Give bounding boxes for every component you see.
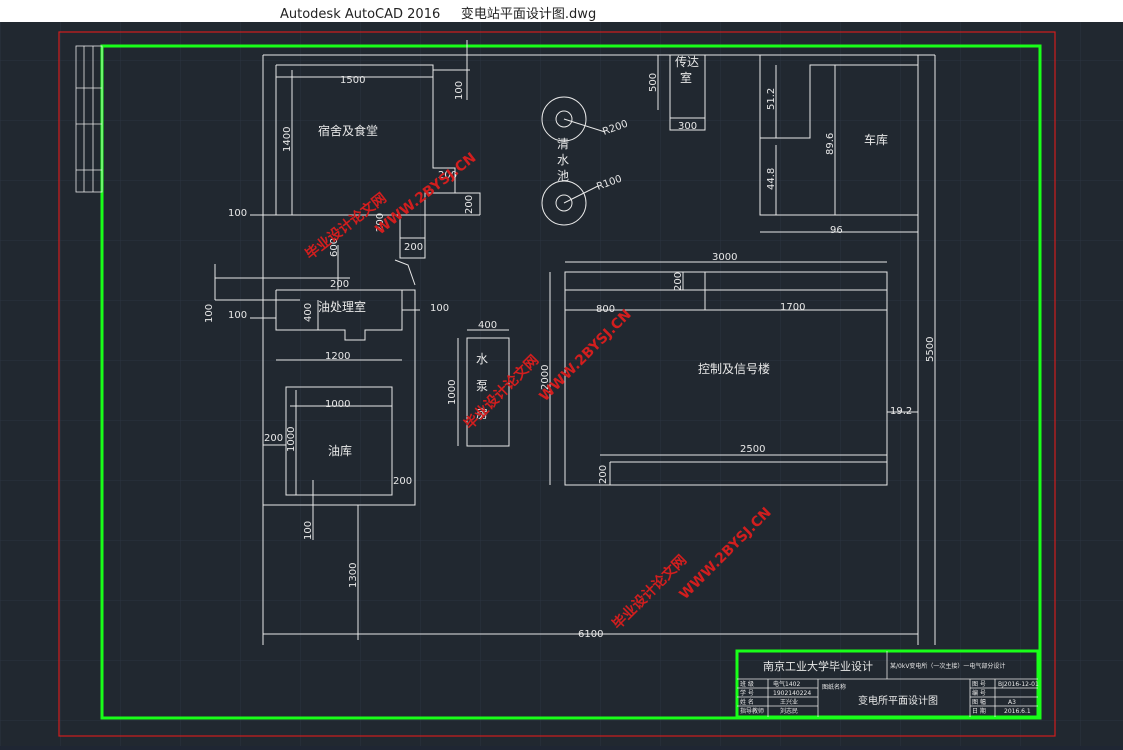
grid-background [0, 22, 1123, 746]
dim-200-a: 200 [438, 170, 457, 181]
dim-400-oil: 400 [303, 303, 314, 322]
file-name: 变电站平面设计图.dwg [460, 7, 597, 22]
dim-1000-v: 1000 [286, 427, 297, 452]
label-dorm: 宿舍及食堂 [318, 123, 378, 138]
drawing-label: 图纸名称 [822, 683, 846, 691]
advisor-label: 指导教师 [740, 707, 764, 715]
room-labels: 宿舍及食堂 油处理室 油库 清 水 池 水 泵 房 传达 室 车库 控制及信号楼 [318, 54, 888, 458]
dim-89-6: 89.6 [825, 133, 836, 155]
no-label: 编 号 [972, 689, 986, 697]
label-pool-3: 池 [557, 169, 569, 183]
name-label: 姓 名 [740, 698, 754, 706]
label-pool-1: 清 [557, 137, 569, 151]
label-oil-process: 油处理室 [318, 299, 366, 314]
dim-200-b: 200 [464, 195, 475, 214]
cad-drawing[interactable]: 宿舍及食堂 油处理室 油库 清 水 池 水 泵 房 传达 室 车库 控制及信号楼… [0, 22, 1123, 746]
dim-800: 800 [596, 304, 615, 315]
dim-6100: 6100 [578, 629, 603, 640]
date-value: 2016.6.1 [1004, 708, 1031, 715]
label-pump-2: 泵 [476, 379, 488, 393]
label-pool-2: 水 [557, 153, 569, 167]
dim-200-c: 200 [375, 213, 386, 232]
dim-1000-pump: 1000 [447, 380, 458, 405]
class-value: 电气1402 [773, 680, 800, 688]
dim-200-oil-right: 200 [393, 476, 412, 487]
dim-200-ctrl: 200 [673, 272, 684, 291]
project-name: 某/0kV变电所（一次主接）一电气部分设计 [890, 662, 1005, 670]
dim-51-2: 51.2 [766, 88, 777, 110]
drawing-title: 变电所平面设计图 [858, 694, 938, 707]
plan-lines [214, 40, 936, 645]
name-value: 王兴业 [780, 698, 798, 706]
label-pump-1: 水 [476, 352, 488, 366]
number-value: BJ2016-12-01 [998, 681, 1039, 688]
dim-44-8: 44.8 [766, 168, 777, 190]
label-gate-1: 传达 [675, 54, 699, 69]
dim-1700: 1700 [780, 302, 805, 313]
label-pump-3: 房 [476, 406, 488, 421]
dim-1000-h: 1000 [325, 399, 350, 410]
dim-100-left: 100 [228, 208, 247, 219]
dim-200-e: 200 [330, 279, 349, 290]
dim-100-v: 100 [204, 304, 215, 323]
date-label: 日 期 [972, 707, 986, 715]
dim-3000: 3000 [712, 252, 737, 263]
university-name: 南京工业大学毕业设计 [763, 659, 873, 673]
scale-value: A3 [1008, 699, 1016, 706]
title-block: 南京工业大学毕业设计 某/0kV变电所（一次主接）一电气部分设计 变电所平面设计… [735, 649, 1040, 719]
sheet-border [58, 31, 1056, 737]
dim-100-top: 100 [454, 81, 465, 100]
dim-19-2: 19.2 [890, 406, 912, 417]
dim-1400: 1400 [282, 127, 293, 152]
dim-200-oil-left: 200 [264, 433, 283, 444]
dim-100-oil-right: 100 [430, 303, 449, 314]
id-value: 1902140224 [773, 690, 811, 697]
label-control: 控制及信号楼 [698, 361, 770, 376]
dim-200-d: 200 [404, 242, 423, 253]
dim-2500: 2500 [740, 444, 765, 455]
dim-500: 500 [648, 73, 659, 92]
dim-1300: 1300 [348, 563, 359, 588]
drawing-canvas[interactable]: 宿舍及食堂 油处理室 油库 清 水 池 水 泵 房 传达 室 车库 控制及信号楼… [0, 22, 1123, 746]
binding-table [75, 45, 103, 193]
advisor-value: 刘志民 [780, 707, 798, 715]
window-title: Autodesk AutoCAD 2016 变电站平面设计图.dwg [280, 3, 596, 22]
dim-96: 96 [830, 225, 843, 236]
dim-100-h: 100 [228, 310, 247, 321]
dim-200-ctrl-bottom: 200 [598, 465, 609, 484]
num-label: 图 号 [972, 681, 986, 688]
label-garage: 车库 [864, 132, 888, 147]
dim-400-pump: 400 [478, 320, 497, 331]
scale-label: 图 幅 [972, 698, 986, 706]
label-oil-store: 油库 [328, 443, 352, 458]
dim-1200: 1200 [325, 351, 350, 362]
dim-300: 300 [678, 121, 697, 132]
app-title: Autodesk AutoCAD 2016 [280, 7, 441, 22]
drawing-frame [100, 44, 1042, 720]
class-label: 班 级 [740, 680, 754, 688]
window-titlebar: Autodesk AutoCAD 2016 变电站平面设计图.dwg [0, 0, 1123, 22]
dim-600: 600 [329, 238, 340, 257]
dim-2000: 2000 [540, 365, 551, 390]
dim-1500: 1500 [340, 75, 365, 86]
id-label: 学 号 [740, 689, 754, 697]
label-gate-2: 室 [680, 70, 692, 85]
dim-100-bottom: 100 [303, 521, 314, 540]
dim-5500: 5500 [925, 337, 936, 362]
